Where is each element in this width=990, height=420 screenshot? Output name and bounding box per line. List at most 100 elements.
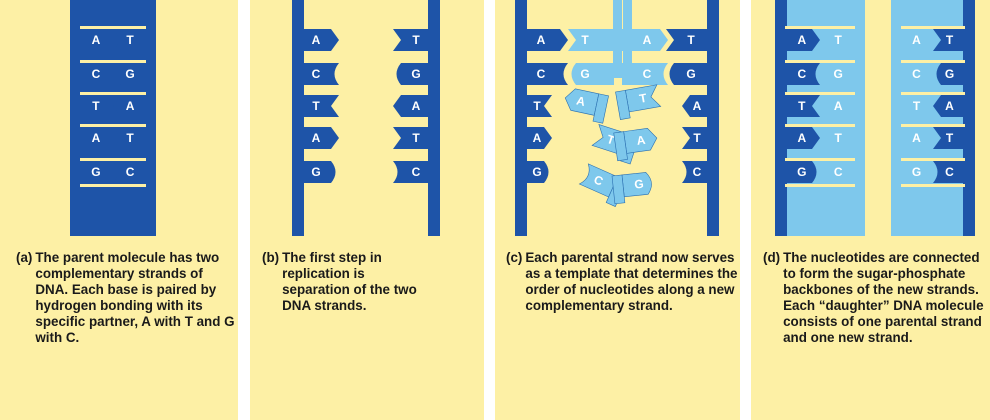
- panel-a-tag: (a): [16, 250, 32, 346]
- d-left-daughter-bond-top: [785, 60, 855, 63]
- left-base-label: G: [311, 165, 320, 179]
- c-free-nucleotide: A: [562, 87, 609, 123]
- right-base-label: T: [412, 131, 420, 145]
- d-right-daughter-base-label: A: [912, 131, 921, 145]
- c-base-label: A: [533, 131, 542, 145]
- d-left-daughter-base-label: A: [798, 131, 807, 145]
- left-base-A: [303, 127, 339, 149]
- c-left-new-base-G: [572, 63, 615, 85]
- panel-b-caption-text: The first step in replication is separat…: [282, 250, 432, 314]
- d-left-daughter-bond-top: [785, 124, 855, 127]
- right-base-label: C: [412, 165, 421, 179]
- d-right-daughter-left-backbone: [891, 0, 903, 236]
- d-right-daughter-right-backbone: [963, 0, 975, 236]
- right-base-label: A: [412, 99, 421, 113]
- d-left-daughter-base-label: T: [834, 131, 842, 145]
- panel-a-base-label: A: [92, 131, 101, 145]
- d-left-daughter-bond-top: [785, 158, 855, 161]
- c-base-label: A: [693, 99, 702, 113]
- d-right-daughter-bond-bottom: [901, 184, 965, 187]
- c-left-new-base-T: [568, 29, 614, 51]
- right-base-label: T: [412, 33, 420, 47]
- c-base-label: T: [687, 33, 695, 47]
- left-base-A: [303, 29, 339, 51]
- d-right-daughter-bond-top: [901, 60, 965, 63]
- c-base-label: C: [693, 165, 702, 179]
- d-right-daughter-base-label: G: [912, 165, 921, 179]
- dna-daughter-molecules-diagram: ATCGTAATGCATCGTAATGC: [751, 0, 990, 240]
- d-left-daughter-base-label: A: [798, 33, 807, 47]
- panel-a-base-label: C: [92, 67, 101, 81]
- panel-a-base-label: T: [126, 131, 134, 145]
- d-right-daughter-base-label: A: [945, 99, 954, 113]
- panel-a-bond-top: [80, 92, 146, 95]
- c-base-label: C: [643, 67, 652, 81]
- panel-a-base-label: A: [126, 99, 135, 113]
- d-left-daughter-base-label: C: [834, 165, 843, 179]
- d-right-daughter-bond-top: [901, 158, 965, 161]
- panel-a-base-label: T: [92, 99, 100, 113]
- c-left-parental-backbone: [515, 0, 527, 236]
- d-right-daughter-base-label: A: [912, 33, 921, 47]
- d-right-daughter-base-label: C: [945, 165, 954, 179]
- left-base-C: [303, 63, 339, 85]
- panel-a-bond-top: [80, 26, 146, 29]
- d-right-daughter-bond-top: [901, 124, 965, 127]
- d-left-daughter-base-label: A: [834, 99, 843, 113]
- d-right-daughter-bond-top: [901, 92, 965, 95]
- c-base-label: G: [580, 67, 589, 81]
- right-base-T: [393, 29, 429, 51]
- panel-a-left-backbone: [70, 0, 82, 236]
- c-base-label: G: [634, 177, 645, 192]
- panel-a-base-label: G: [125, 67, 134, 81]
- panel-a-base-label: G: [91, 165, 100, 179]
- panel-a-caption-text: The parent molecule has two complementar…: [35, 250, 236, 346]
- d-left-daughter-bond-top: [785, 26, 855, 29]
- left-base-T: [303, 95, 339, 117]
- d-right-daughter-base-label: T: [946, 33, 954, 47]
- d-left-daughter-right-backbone: [853, 0, 865, 236]
- d-left-daughter-base-label: T: [798, 99, 806, 113]
- c-base-label: A: [537, 33, 546, 47]
- right-base-label: G: [411, 67, 420, 81]
- panel-a-base-label: C: [126, 165, 135, 179]
- c-base-label: T: [533, 99, 541, 113]
- panel-a-bond-top: [80, 158, 146, 161]
- c-free-nucleotide: A: [614, 127, 659, 161]
- left-base-label: T: [312, 99, 320, 113]
- panel-b-caption: (b) The first step in replication is sep…: [262, 250, 432, 314]
- c-base-label: G: [686, 67, 695, 81]
- panel-a-bond-top: [80, 60, 146, 63]
- panel-a-right-backbone: [144, 0, 156, 236]
- c-right-parental-backbone: [707, 0, 719, 236]
- d-left-daughter-base-label: T: [834, 33, 842, 47]
- left-base-label: C: [312, 67, 321, 81]
- left-base-label: A: [312, 131, 321, 145]
- d-left-daughter-bond-top: [785, 92, 855, 95]
- d-right-daughter-base-label: C: [912, 67, 921, 81]
- left-parental-strand: [292, 0, 304, 236]
- d-left-daughter-left-backbone: [775, 0, 787, 236]
- panel-a-caption: (a) The parent molecule has two compleme…: [16, 250, 236, 346]
- d-right-daughter-bond-top: [901, 26, 965, 29]
- panel-c-caption: (c) Each parental strand now serves as a…: [506, 250, 738, 314]
- c-base-label: C: [537, 67, 546, 81]
- c-left-parent-base-A: [526, 29, 568, 51]
- panel-c-tag: (c): [506, 250, 522, 314]
- d-right-daughter-base-label: T: [946, 131, 954, 145]
- panel-a-bond-bottom: [80, 184, 146, 187]
- right-base-T: [393, 127, 429, 149]
- panel-a-bond-top: [80, 124, 146, 127]
- panel-b-tag: (b): [262, 250, 279, 314]
- d-right-daughter-base-label: G: [945, 67, 954, 81]
- c-base-label: T: [693, 131, 701, 145]
- c-base-label: A: [643, 33, 652, 47]
- c-left-parent-base-C: [526, 63, 568, 85]
- d-right-daughter-base-label: T: [913, 99, 921, 113]
